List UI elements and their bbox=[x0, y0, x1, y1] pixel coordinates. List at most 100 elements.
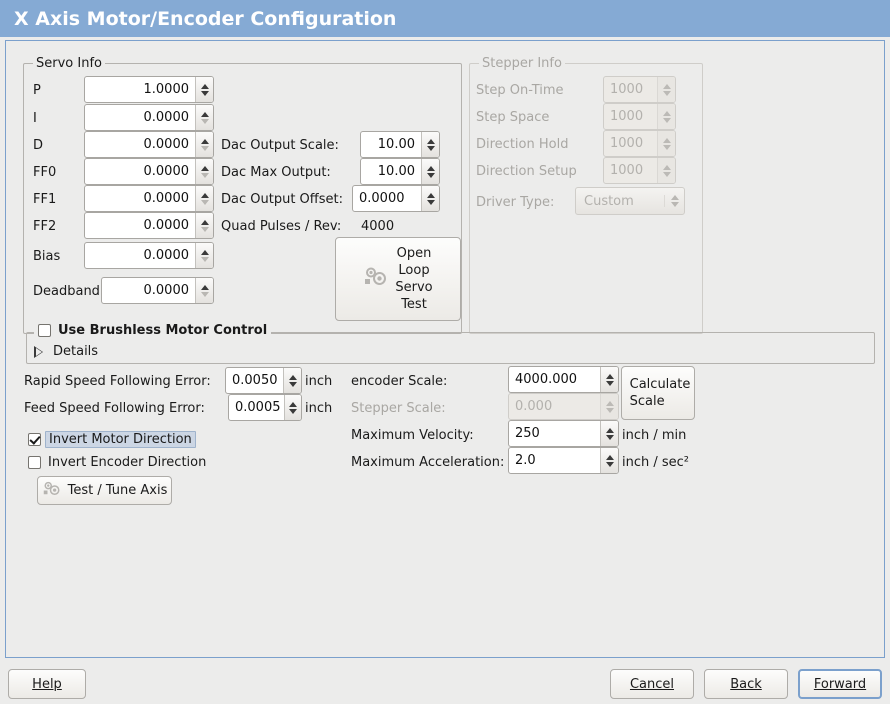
rapid-following-error-value[interactable]: 0.0050 bbox=[232, 373, 278, 388]
dac-max-output-label: Dac Max Output: bbox=[221, 165, 331, 180]
maximum-acceleration-spinbox[interactable]: 2.0 bbox=[508, 447, 619, 474]
dac-output-offset-value[interactable]: 0.0000 bbox=[359, 191, 405, 206]
rapid-following-error-unit: inch bbox=[305, 374, 333, 389]
step-space-value[interactable]: 1000 bbox=[610, 109, 644, 124]
encoder-scale-value[interactable]: 4000.000 bbox=[515, 372, 578, 387]
servo-ff2-stepper[interactable] bbox=[195, 213, 213, 238]
step-on-time-spinbox[interactable]: 1000 bbox=[603, 76, 676, 103]
servo-i-stepper[interactable] bbox=[195, 105, 213, 130]
page-title: X Axis Motor/Encoder Configuration bbox=[14, 7, 397, 30]
direction-setup-value[interactable]: 1000 bbox=[610, 163, 644, 178]
maximum-acceleration-stepper[interactable] bbox=[600, 448, 618, 473]
dac-output-offset-stepper[interactable] bbox=[421, 186, 439, 211]
dac-output-scale-value[interactable]: 10.00 bbox=[377, 137, 415, 152]
dac-output-offset-spinbox[interactable]: 0.0000 bbox=[352, 185, 440, 212]
step-on-time-label: Step On-Time bbox=[476, 83, 564, 98]
help-button-label: Help bbox=[32, 676, 62, 692]
forward-button-label: Forward bbox=[813, 676, 867, 692]
servo-label-bias: Bias bbox=[33, 249, 61, 264]
stepper-info-group: Stepper Info bbox=[469, 56, 703, 334]
stepper-scale-label: Stepper Scale: bbox=[351, 401, 446, 416]
direction-setup-spinbox[interactable]: 1000 bbox=[603, 157, 676, 184]
direction-hold-value[interactable]: 1000 bbox=[610, 136, 644, 151]
dac-max-output-stepper[interactable] bbox=[421, 159, 439, 184]
maximum-acceleration-label: Maximum Acceleration: bbox=[351, 455, 504, 471]
servo-p-stepper[interactable] bbox=[195, 77, 213, 102]
servo-ff0-stepper[interactable] bbox=[195, 159, 213, 184]
servo-ff1-stepper[interactable] bbox=[195, 186, 213, 211]
dac-max-output-spinbox[interactable]: 10.00 bbox=[360, 158, 440, 185]
details-expander[interactable]: Details bbox=[34, 344, 98, 359]
main-content-panel: Servo Info P I D FF0 FF1 FF2 Bias Deadba… bbox=[5, 40, 885, 658]
step-on-time-value[interactable]: 1000 bbox=[610, 82, 644, 97]
servo-deadband-spinbox[interactable]: 0.0000 bbox=[101, 277, 214, 304]
step-on-time-stepper[interactable] bbox=[657, 77, 675, 102]
direction-hold-stepper[interactable] bbox=[657, 131, 675, 156]
back-button[interactable]: Back bbox=[704, 669, 788, 699]
dac-max-output-value[interactable]: 10.00 bbox=[377, 164, 415, 179]
calculate-scale-line-2: Scale bbox=[629, 394, 665, 409]
brushless-checkbox-box[interactable] bbox=[38, 324, 51, 337]
servo-p-value[interactable]: 1.0000 bbox=[143, 82, 190, 97]
invert-encoder-direction-checkbox[interactable]: Invert Encoder Direction bbox=[28, 455, 206, 470]
servo-ff0-spinbox[interactable]: 0.0000 bbox=[84, 158, 214, 185]
window-titlebar: X Axis Motor/Encoder Configuration bbox=[0, 0, 890, 37]
feed-following-error-stepper[interactable] bbox=[283, 395, 301, 420]
servo-d-spinbox[interactable]: 0.0000 bbox=[84, 131, 214, 158]
dac-output-scale-spinbox[interactable]: 10.00 bbox=[360, 131, 440, 158]
servo-i-spinbox[interactable]: 0.0000 bbox=[84, 104, 214, 131]
invert-motor-direction-checkbox[interactable]: Invert Motor Direction bbox=[28, 431, 196, 448]
maximum-acceleration-value[interactable]: 2.0 bbox=[515, 453, 536, 468]
servo-bias-stepper[interactable] bbox=[195, 243, 213, 268]
help-button[interactable]: Help bbox=[8, 669, 86, 699]
encoder-scale-stepper[interactable] bbox=[600, 367, 618, 392]
brushless-checkbox-label: Use Brushless Motor Control bbox=[58, 323, 268, 338]
rapid-following-error-stepper[interactable] bbox=[283, 368, 301, 393]
step-space-spinbox[interactable]: 1000 bbox=[603, 103, 676, 130]
servo-bias-value[interactable]: 0.0000 bbox=[143, 248, 190, 263]
servo-d-stepper[interactable] bbox=[195, 132, 213, 157]
feed-following-error-unit: inch bbox=[305, 401, 333, 416]
maximum-acceleration-label-text: Maximum Acceleration: bbox=[351, 455, 505, 470]
calculate-scale-button[interactable]: Calculate Scale bbox=[621, 366, 695, 420]
dac-output-scale-stepper[interactable] bbox=[421, 132, 439, 157]
stepper-scale-value[interactable]: 0.000 bbox=[515, 399, 553, 414]
servo-label-ff2: FF2 bbox=[33, 219, 57, 234]
encoder-scale-spinbox[interactable]: 4000.000 bbox=[508, 366, 619, 393]
feed-following-error-value[interactable]: 0.0005 bbox=[235, 400, 281, 415]
driver-type-label: Driver Type: bbox=[476, 195, 555, 210]
feed-following-error-spinbox[interactable]: 0.0005 bbox=[228, 394, 302, 421]
gears-icon bbox=[42, 480, 62, 502]
servo-p-spinbox[interactable]: 1.0000 bbox=[84, 76, 214, 103]
servo-bias-spinbox[interactable]: 0.0000 bbox=[84, 242, 214, 269]
direction-hold-spinbox[interactable]: 1000 bbox=[603, 130, 676, 157]
servo-deadband-stepper[interactable] bbox=[195, 278, 213, 303]
invert-encoder-checkbox-box[interactable] bbox=[28, 456, 41, 469]
stepper-scale-stepper[interactable] bbox=[600, 394, 618, 419]
driver-type-select[interactable]: Custom bbox=[575, 187, 685, 215]
forward-button[interactable]: Forward bbox=[798, 669, 882, 699]
servo-ff2-spinbox[interactable]: 0.0000 bbox=[84, 212, 214, 239]
servo-ff2-value[interactable]: 0.0000 bbox=[143, 218, 190, 233]
maximum-velocity-spinbox[interactable]: 250 bbox=[508, 420, 619, 447]
cancel-button-label: Cancel bbox=[629, 676, 675, 692]
servo-d-value[interactable]: 0.0000 bbox=[143, 137, 190, 152]
maximum-velocity-value[interactable]: 250 bbox=[515, 426, 540, 441]
direction-setup-stepper[interactable] bbox=[657, 158, 675, 183]
stepper-scale-spinbox[interactable]: 0.000 bbox=[508, 393, 619, 420]
servo-i-value[interactable]: 0.0000 bbox=[143, 110, 190, 125]
dac-output-offset-label: Dac Output Offset: bbox=[221, 192, 343, 207]
cancel-button[interactable]: Cancel bbox=[610, 669, 694, 699]
back-button-label: Back bbox=[730, 676, 762, 692]
maximum-velocity-stepper[interactable] bbox=[600, 421, 618, 446]
open-loop-servo-test-button[interactable]: Open Loop Servo Test bbox=[335, 237, 461, 321]
invert-motor-checkbox-box[interactable] bbox=[28, 433, 41, 446]
test-tune-axis-button[interactable]: Test / Tune Axis bbox=[37, 476, 172, 505]
servo-ff1-value[interactable]: 0.0000 bbox=[143, 191, 190, 206]
servo-ff1-spinbox[interactable]: 0.0000 bbox=[84, 185, 214, 212]
servo-deadband-value[interactable]: 0.0000 bbox=[143, 283, 190, 298]
rapid-following-error-spinbox[interactable]: 0.0050 bbox=[225, 367, 302, 394]
servo-ff0-value[interactable]: 0.0000 bbox=[143, 164, 190, 179]
step-space-stepper[interactable] bbox=[657, 104, 675, 129]
use-brushless-motor-control-checkbox[interactable]: Use Brushless Motor Control bbox=[34, 323, 272, 338]
